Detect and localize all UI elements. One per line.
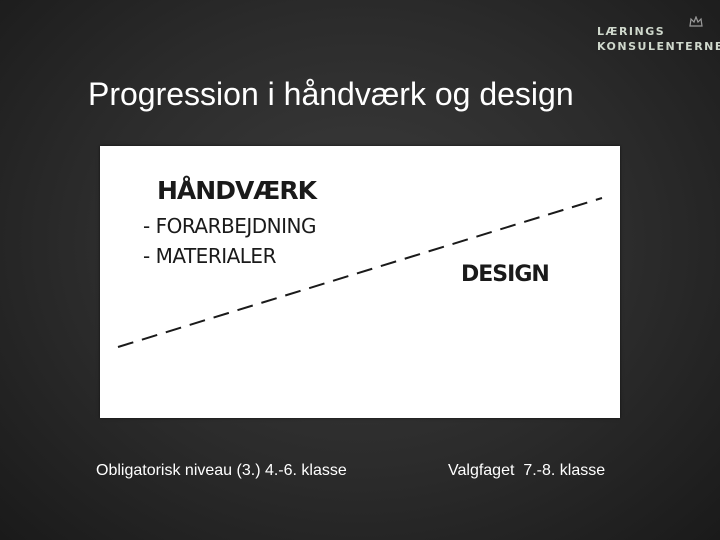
diagram-board: HÅNDVÆRK - FORARBEJDNING - MATERIALER DE… bbox=[100, 146, 620, 418]
craft-item-prep: - FORARBEJDNING bbox=[143, 214, 316, 238]
progression-diagram bbox=[117, 197, 603, 348]
design-heading: DESIGN bbox=[461, 262, 550, 287]
craft-item-materials: - MATERIALER bbox=[143, 244, 276, 268]
brand-logo: LÆRINGS KONSULENTERNE bbox=[597, 22, 720, 56]
slide-title: Progression i håndværk og design bbox=[88, 76, 574, 112]
caption-mandatory-level: Obligatorisk niveau (3.) 4.-6. klasse bbox=[96, 462, 347, 479]
progression-dashed-line bbox=[117, 197, 603, 348]
logo-text-line-2: KONSULENTERNE bbox=[597, 40, 720, 53]
caption-elective-level: Valgfaget 7.-8. klasse bbox=[448, 462, 606, 479]
logo-text-line-1: LÆRINGS bbox=[597, 25, 666, 38]
craft-heading: HÅNDVÆRK bbox=[157, 176, 317, 205]
crown-icon bbox=[689, 16, 703, 27]
